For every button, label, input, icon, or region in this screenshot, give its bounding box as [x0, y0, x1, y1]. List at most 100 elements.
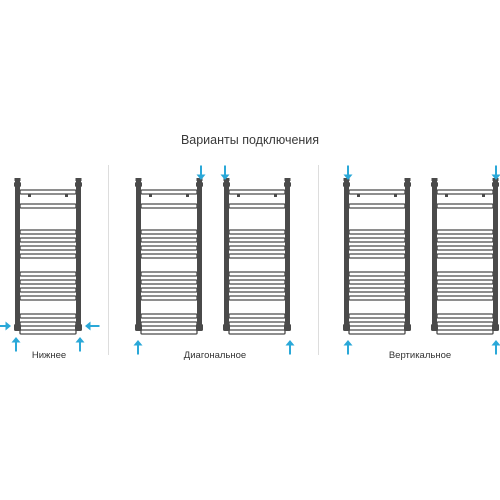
mount-tab — [28, 194, 31, 197]
flow-arrow-icon — [343, 340, 353, 355]
radiator-left-rail — [432, 180, 437, 330]
radiator-bar — [436, 245, 494, 251]
rail-cap — [284, 178, 291, 181]
arrow-head — [491, 174, 500, 180]
rail-cap — [492, 178, 499, 181]
radiator-bar — [228, 245, 286, 251]
flow-arrow-icon — [220, 165, 230, 180]
radiator-bar — [228, 321, 286, 327]
radiator-bar — [140, 329, 198, 335]
flow-arrow-icon — [133, 340, 143, 355]
mount-tab — [274, 194, 277, 197]
radiator-bar — [436, 295, 494, 301]
mount-tab — [149, 194, 152, 197]
arrow-head — [343, 340, 353, 346]
connection-nub — [14, 182, 21, 187]
radiator-bar — [436, 329, 494, 335]
caption-vertical-connection: Вертикальное — [388, 350, 452, 361]
mount-tab — [445, 194, 448, 197]
radiator-bar — [228, 253, 286, 259]
radiator-bar — [436, 189, 494, 195]
radiator-right-rail — [493, 180, 498, 330]
connection-nub — [135, 182, 142, 187]
mount-tab — [357, 194, 360, 197]
arrow-head — [5, 321, 11, 331]
radiator-bar — [348, 189, 406, 195]
flow-arrow-icon — [491, 165, 500, 180]
group-divider — [108, 165, 109, 355]
radiator-bar — [140, 245, 198, 251]
rail-cap — [223, 178, 230, 181]
connection-nub — [431, 324, 438, 331]
radiator-right-rail — [197, 180, 202, 330]
arrow-head — [491, 340, 500, 346]
radiator-left-rail — [344, 180, 349, 330]
radiator-icon — [223, 178, 291, 335]
radiator-bar — [19, 279, 77, 285]
flow-arrow-icon — [85, 321, 100, 331]
connection-nub — [135, 324, 142, 331]
arrow-head — [133, 340, 143, 346]
radiator-bar — [436, 229, 494, 235]
radiator-bar — [228, 329, 286, 335]
radiator-bar — [140, 295, 198, 301]
flow-arrow-icon — [0, 321, 11, 331]
radiator-bar — [436, 321, 494, 327]
radiator-icon — [431, 178, 499, 335]
radiator-bar — [19, 329, 77, 335]
flow-arrow-icon — [11, 337, 21, 352]
rail-cap — [431, 178, 438, 181]
radiator-bar — [228, 271, 286, 277]
mount-tab — [65, 194, 68, 197]
radiator-bar — [348, 329, 406, 335]
radiator-bar — [19, 245, 77, 251]
radiator-bar — [348, 287, 406, 293]
mount-tab — [394, 194, 397, 197]
rail-cap — [343, 178, 350, 181]
radiator-bar — [348, 253, 406, 259]
radiator-bar — [19, 237, 77, 243]
radiator-bar — [436, 237, 494, 243]
radiator-bar — [228, 203, 286, 209]
radiator-bar — [348, 271, 406, 277]
radiator-icon — [14, 178, 82, 335]
radiator-bar — [436, 279, 494, 285]
radiator-bar — [19, 253, 77, 259]
radiator-left-rail — [15, 180, 20, 330]
flow-arrow-icon — [196, 165, 206, 180]
radiator-bar — [19, 203, 77, 209]
connection-nub — [284, 324, 291, 331]
radiator-bar — [140, 313, 198, 319]
radiator-bar — [436, 313, 494, 319]
radiator-left-rail — [136, 180, 141, 330]
radiator-icon — [135, 178, 203, 335]
radiator-bar — [19, 229, 77, 235]
rail-cap — [404, 178, 411, 181]
flow-arrow-icon — [75, 337, 85, 352]
radiator-right-rail — [285, 180, 290, 330]
radiator-bar — [348, 279, 406, 285]
arrow-head — [75, 337, 85, 343]
flow-arrow-icon — [343, 165, 353, 180]
radiator-bar — [19, 189, 77, 195]
radiator-bar — [228, 287, 286, 293]
connection-nub — [196, 182, 203, 187]
connection-nub — [223, 324, 230, 331]
mount-tab — [482, 194, 485, 197]
arrow-head — [11, 337, 21, 343]
connection-nub — [492, 182, 499, 187]
radiator-bar — [348, 203, 406, 209]
radiator-bar — [140, 287, 198, 293]
connection-nub — [343, 182, 350, 187]
radiator-bar — [19, 295, 77, 301]
radiator-bar — [228, 279, 286, 285]
page-title: Варианты подключения — [180, 133, 320, 147]
arrow-head — [220, 174, 230, 180]
radiator-bar — [140, 229, 198, 235]
connection-nub — [75, 324, 82, 331]
connection-nub — [404, 182, 411, 187]
connection-nub — [492, 324, 499, 331]
radiator-bar — [228, 295, 286, 301]
radiator-bar — [140, 237, 198, 243]
connection-nub — [75, 182, 82, 187]
